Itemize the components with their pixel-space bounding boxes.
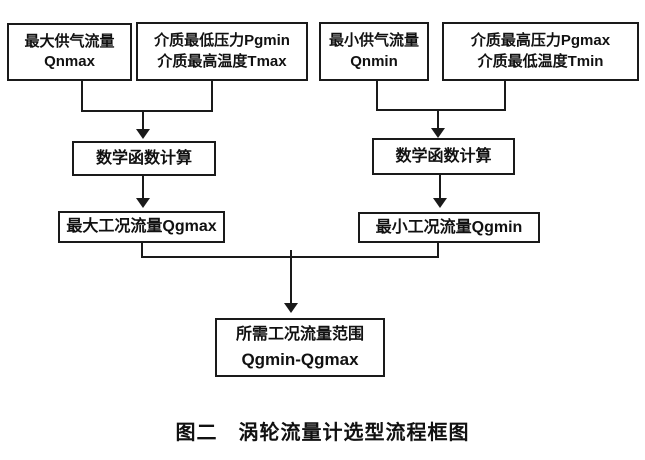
connector-right-merge-v1 xyxy=(376,81,378,111)
connector-bottom-merge-v1 xyxy=(141,243,143,258)
node-qgmax-label: 最大工况流量Qgmax xyxy=(66,218,217,236)
connector-bottom-merge-stub xyxy=(290,250,292,258)
node-qgmax: 最大工况流量Qgmax xyxy=(58,211,225,243)
node-calc-right: 数学函数计算 xyxy=(372,138,515,175)
node-qnmin: 最小供气流量 Qnmin xyxy=(319,22,429,81)
node-pgmin-tmax-label-line1: 介质最低压力Pgmin xyxy=(154,32,290,50)
node-result-range-label-line2: Qgmin-Qgmax xyxy=(241,349,359,369)
node-pgmax-tmin-label-line2: 介质最低温度Tmin xyxy=(477,52,604,70)
node-qnmax-label-line2: Qnmax xyxy=(44,53,95,70)
node-qnmin-label-line1: 最小供气流量 xyxy=(328,32,419,50)
arrowhead-calc-left-icon xyxy=(136,198,150,208)
connector-right-merge-h xyxy=(376,109,506,111)
node-calc-left: 数学函数计算 xyxy=(72,141,216,176)
node-qgmin-label: 最小工况流量Qgmin xyxy=(375,218,523,236)
node-pgmin-tmax: 介质最低压力Pgmin 介质最高温度Tmax xyxy=(136,22,308,81)
arrowhead-right-merge-icon xyxy=(431,128,445,138)
node-calc-left-label: 数学函数计算 xyxy=(95,149,192,167)
arrowhead-left-merge-icon xyxy=(136,129,150,139)
node-result-range: 所需工况流量范围 Qgmin-Qgmax xyxy=(215,318,385,377)
figure-caption: 图二 涡轮流量计选型流程框图 xyxy=(175,422,470,444)
connector-bottom-merge-arrow-shaft xyxy=(290,258,292,304)
connector-left-merge-v2 xyxy=(211,81,213,112)
connector-right-merge-v2 xyxy=(504,81,506,111)
node-qgmin: 最小工况流量Qgmin xyxy=(358,212,540,243)
node-qnmin-label-line2: Qnmin xyxy=(350,52,398,70)
connector-bottom-merge-v2 xyxy=(437,243,439,258)
node-qnmax: 最大供气流量 Qnmax xyxy=(7,23,132,81)
connector-left-merge-v1 xyxy=(81,81,83,112)
connector-left-merge-h xyxy=(81,110,213,112)
connector-right-merge-arrow-shaft xyxy=(437,111,439,129)
node-qnmax-label-line1: 最大供气流量 xyxy=(24,32,115,50)
connector-calc-left-arrow-shaft xyxy=(142,176,144,199)
node-pgmax-tmin-label-line1: 介质最高压力Pgmax xyxy=(470,32,611,50)
node-pgmin-tmax-label-line2: 介质最高温度Tmax xyxy=(157,52,287,70)
node-result-range-label-line1: 所需工况流量范围 xyxy=(235,325,364,343)
node-pgmax-tmin: 介质最高压力Pgmax 介质最低温度Tmin xyxy=(442,22,639,81)
connector-calc-right-arrow-shaft xyxy=(439,175,441,199)
arrowhead-calc-right-icon xyxy=(433,198,447,208)
arrowhead-bottom-merge-icon xyxy=(284,303,298,313)
node-calc-right-label: 数学函数计算 xyxy=(395,147,492,165)
connector-left-merge-arrow-shaft xyxy=(142,112,144,130)
